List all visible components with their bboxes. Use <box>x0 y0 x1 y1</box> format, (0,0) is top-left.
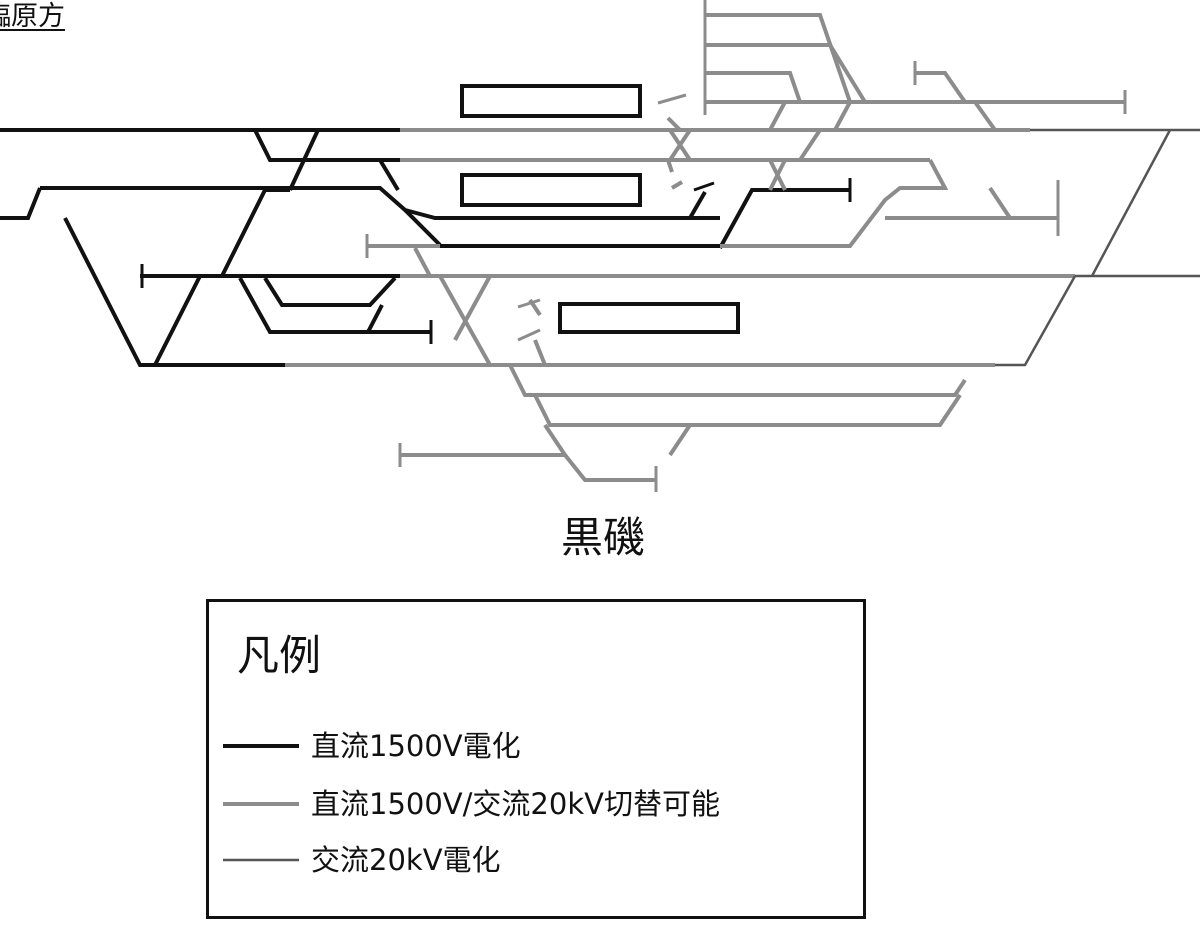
dc-track <box>0 187 42 220</box>
switchable-track <box>666 159 674 173</box>
dc-track <box>718 188 850 249</box>
track-diagram <box>0 0 1200 492</box>
switchable-track <box>768 101 787 131</box>
dc-track <box>40 186 442 247</box>
dc-track <box>63 217 285 367</box>
dc-tracks <box>0 128 850 367</box>
switchable-track <box>668 423 692 457</box>
switchable-track <box>533 393 962 427</box>
platform <box>460 173 642 207</box>
dc-track <box>153 275 202 366</box>
buffer-stop <box>693 181 715 192</box>
dc-track <box>366 304 384 333</box>
dc-track <box>238 277 430 334</box>
switchable-track <box>668 128 692 162</box>
switchable-track <box>400 423 569 457</box>
dc-track <box>220 188 290 277</box>
platform <box>558 302 740 334</box>
switchable-track <box>453 275 492 341</box>
legend-item-switchable: 直流1500V/交流20kV切替可能 <box>223 784 720 824</box>
buffer-stop <box>517 298 541 309</box>
legend-swatch-ac <box>223 858 299 862</box>
switchable-track <box>666 116 682 132</box>
switchable-track <box>988 186 1012 220</box>
dc-track <box>378 158 400 192</box>
dc-track <box>253 129 400 162</box>
dc-track <box>288 129 320 191</box>
station-name: 黒磯 <box>560 513 645 562</box>
dc-track <box>263 276 397 307</box>
switchable-buffer-stops <box>365 0 1127 492</box>
dc-track <box>404 208 720 220</box>
switchable-track <box>720 159 949 248</box>
switchable-track <box>768 159 787 191</box>
ac-track <box>995 275 1077 367</box>
switchable-track <box>413 247 432 277</box>
legend-item-dc: 直流1500V電化 <box>223 726 521 766</box>
switchable-track <box>670 180 684 190</box>
legend-label: 交流20kV電化 <box>311 843 501 877</box>
legend-swatch-switchable <box>223 802 299 806</box>
dc-buffer-stops <box>140 178 852 344</box>
switchable-track <box>563 453 656 482</box>
legend-title: 凡例 <box>237 631 322 680</box>
switchable-track <box>508 364 967 397</box>
legend-item-ac: 交流20kV電化 <box>223 840 501 880</box>
legend-swatch-dc <box>223 744 299 748</box>
switchable-track <box>973 100 997 132</box>
legend-label: 直流1500V電化 <box>311 729 521 763</box>
legend: 凡例 直流1500V電化 直流1500V/交流20kV切替可能 交流20kV電化 <box>206 599 866 919</box>
platform <box>460 84 642 118</box>
ac-track <box>1090 129 1172 277</box>
switchable-track <box>915 71 967 104</box>
buffer-stop <box>657 93 687 105</box>
platforms <box>460 84 740 334</box>
ac-tracks <box>995 128 1200 367</box>
switchable-tracks <box>285 13 1125 482</box>
direction-label: 臨原方 <box>0 1 65 32</box>
switchable-track <box>705 13 852 103</box>
switchable-track <box>798 128 822 162</box>
switchable-track <box>833 101 852 131</box>
switchable-track <box>533 339 547 366</box>
switchable-track <box>705 71 802 103</box>
buffer-stop <box>517 328 541 342</box>
legend-label: 直流1500V/交流20kV切替可能 <box>311 787 720 821</box>
dc-track <box>688 191 707 219</box>
